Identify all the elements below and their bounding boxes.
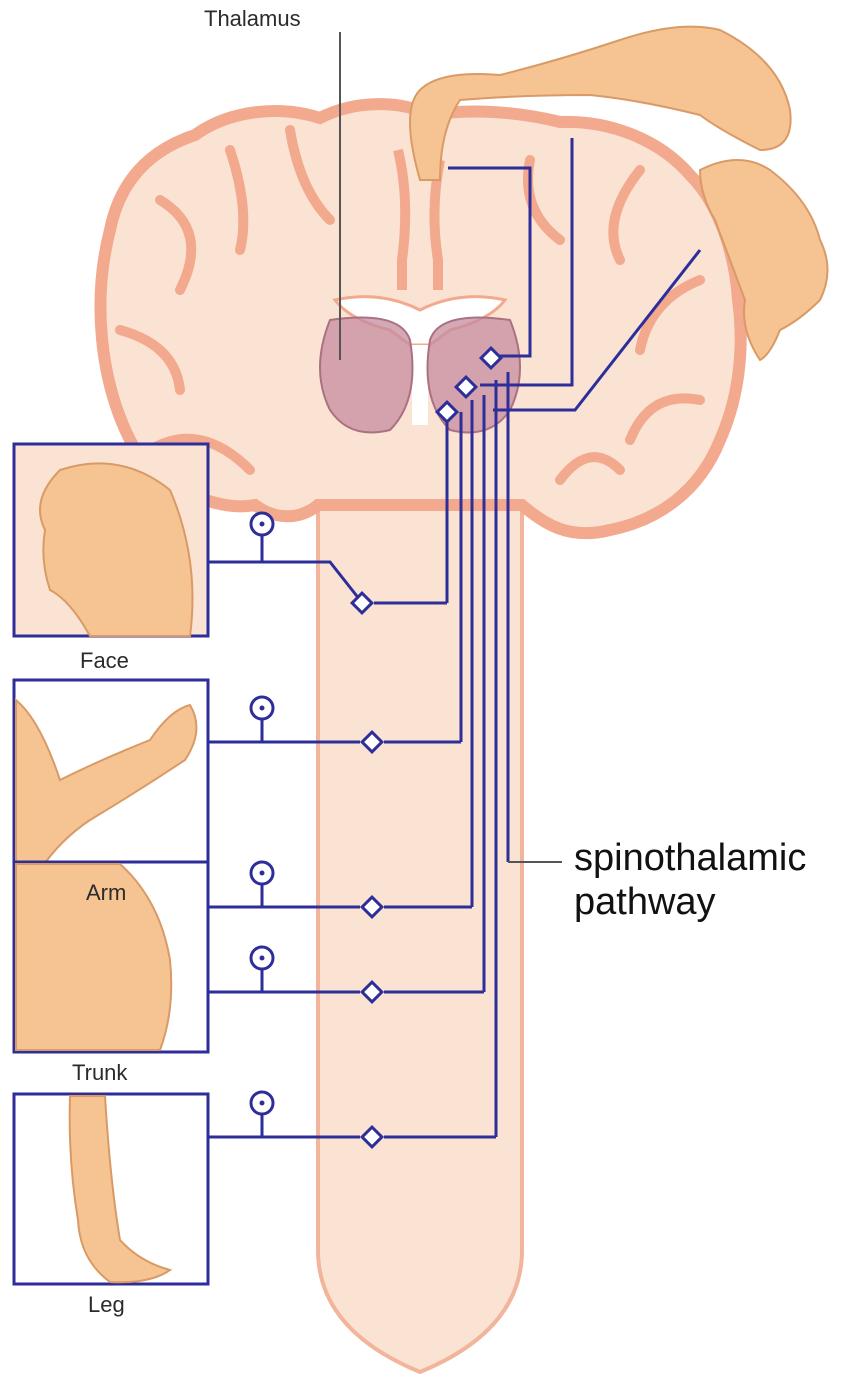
pathway-label-line2: pathway [574, 880, 716, 924]
pathway-label-line1: spinothalamic [574, 836, 806, 880]
trunk-label: Trunk [72, 1060, 127, 1086]
ganglion-cells [251, 513, 273, 1114]
spinal-cord [318, 470, 522, 1372]
face-label: Face [80, 648, 129, 674]
thalamus-label: Thalamus [204, 6, 301, 32]
thalamus-left [320, 318, 413, 433]
arm-label: Arm [86, 880, 126, 906]
body-boxes [14, 444, 208, 1284]
leg-label: Leg [88, 1292, 125, 1318]
